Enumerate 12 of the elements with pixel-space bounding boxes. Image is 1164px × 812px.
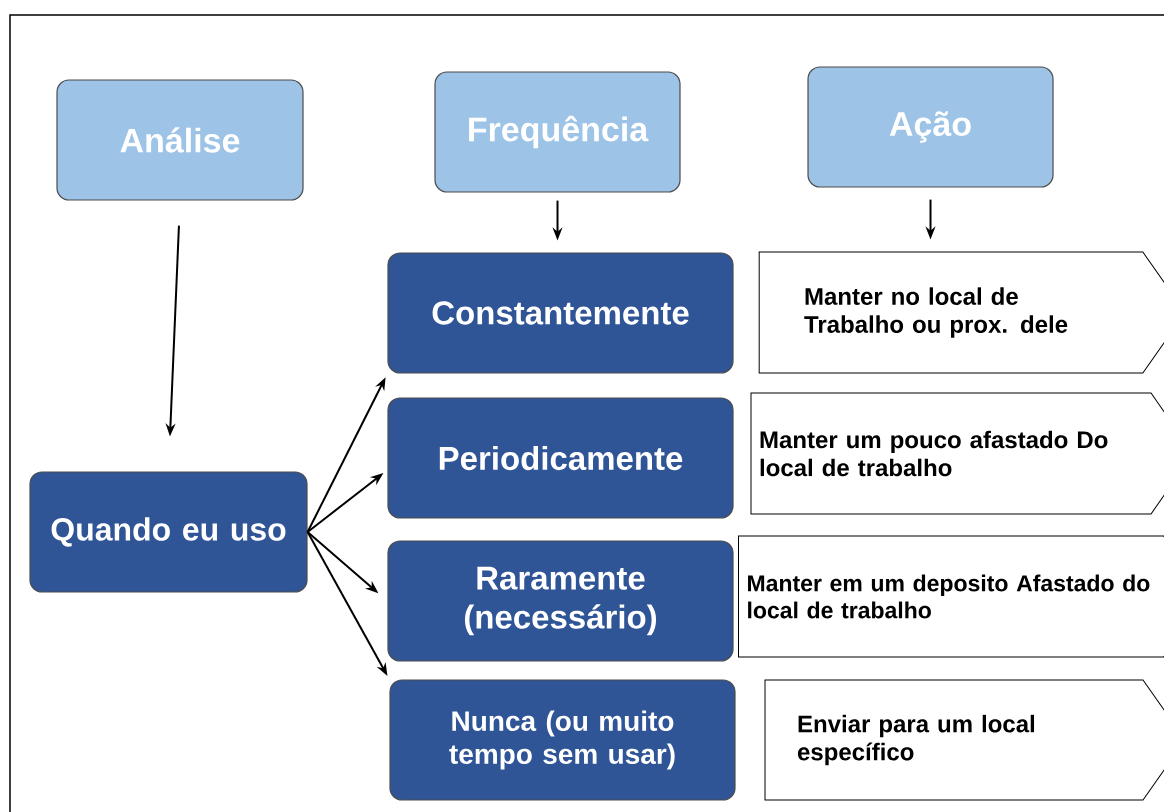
action-pentagon: Manter um pouco afastado Do local de trabalho [750, 392, 1164, 515]
category-box: Periodicamente [387, 397, 734, 519]
header-box: Análise [56, 79, 304, 201]
action-pentagon: Enviar para um local específico [764, 679, 1164, 801]
category-box: Constantemente [387, 252, 734, 374]
category-box: Nunca (ou muito tempo sem usar) [389, 679, 736, 801]
header-box: Frequência [434, 71, 681, 193]
category-box: Raramente (necessário) [387, 540, 734, 662]
action-pentagon: Manter em um deposito Afastado do local de trabalho [738, 535, 1164, 658]
header-box: Ação [807, 66, 1054, 188]
category-box: Quando eu uso [29, 471, 308, 593]
action-pentagon: Manter no local de Trabalho ou prox. dele [758, 251, 1164, 374]
